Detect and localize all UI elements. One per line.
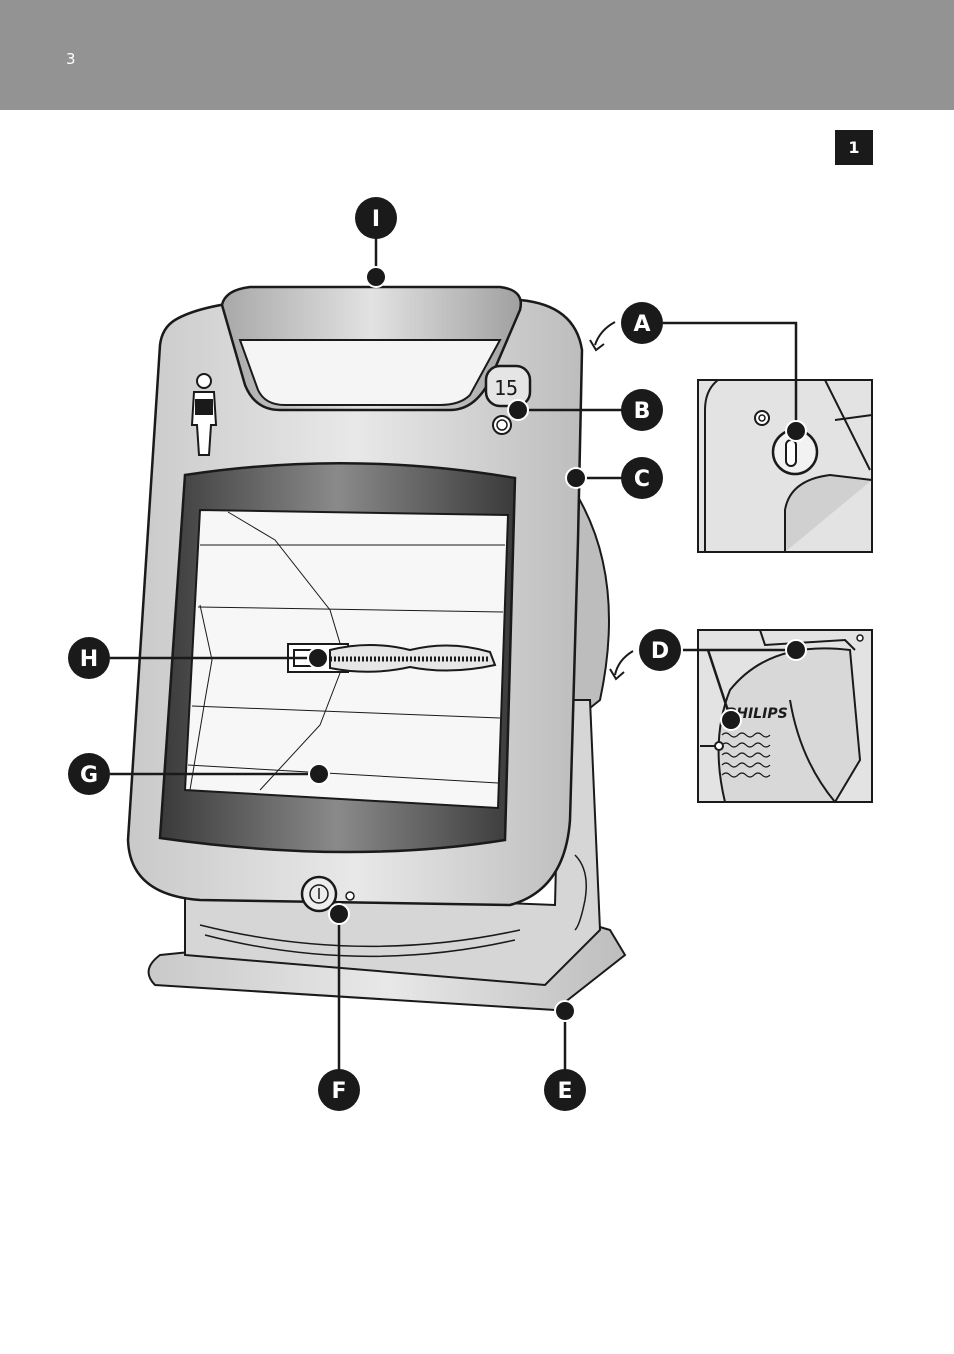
callout-f: F: [318, 1069, 360, 1111]
svg-text:D: D: [651, 639, 669, 664]
callout-d: D: [639, 629, 681, 671]
callout-g: G: [68, 753, 110, 795]
svg-text:G: G: [80, 763, 98, 788]
callout-i: I: [355, 197, 397, 239]
rotate-arrow-d: [615, 651, 633, 675]
svg-text:I: I: [372, 207, 380, 232]
callout-b: B: [621, 389, 663, 431]
svg-text:H: H: [80, 647, 98, 672]
rotate-arrow-a: [595, 322, 615, 345]
svg-text:A: A: [633, 312, 650, 337]
timer-button[interactable]: [493, 416, 511, 434]
power-indicator-light: [346, 892, 354, 900]
callout-c: C: [621, 457, 663, 499]
svg-text:B: B: [634, 399, 651, 424]
callout-a: A: [621, 302, 663, 344]
callout-h: H: [68, 637, 110, 679]
svg-text:F: F: [331, 1079, 346, 1104]
handle-opening: [240, 340, 500, 405]
timer-display-text: 15: [494, 376, 518, 400]
svg-text:C: C: [634, 467, 650, 492]
inset-detail-rear-switch: [698, 380, 872, 552]
svg-text:E: E: [557, 1079, 572, 1104]
callout-e: E: [544, 1069, 586, 1111]
